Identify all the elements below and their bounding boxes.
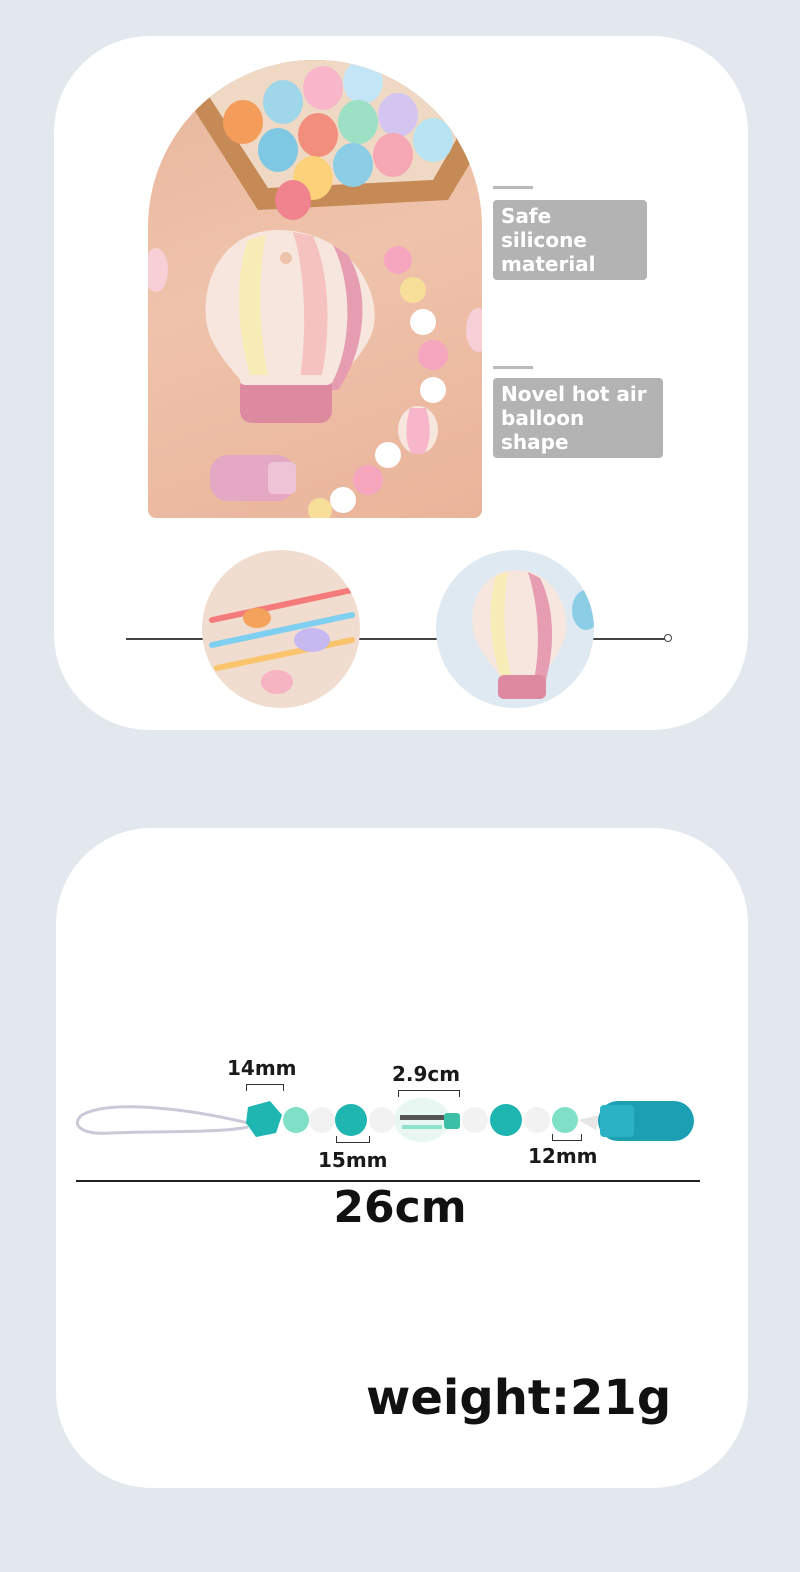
timeline-end-dot	[664, 634, 672, 642]
balloon-teether-illustration	[148, 60, 482, 518]
weight-label: weight:21g	[366, 1370, 672, 1426]
feature-label-silicone: Safe silicone material	[493, 200, 647, 280]
label-14mm: 14mm	[227, 1056, 297, 1080]
pacifier-chain-diagram	[75, 1098, 694, 1142]
total-length-label: 26cm	[333, 1182, 467, 1233]
feature-tick-1	[493, 186, 533, 189]
thumbnail-pacifier-clips	[202, 550, 360, 708]
bracket-15mm	[336, 1136, 370, 1143]
label-2-9cm: 2.9cm	[392, 1062, 461, 1086]
product-photo	[148, 60, 482, 518]
thumbnail-balloon-teether	[436, 550, 594, 708]
length-line	[76, 1180, 700, 1182]
feature-label-balloon-shape: Novel hot air balloon shape	[493, 378, 663, 458]
dimension-card	[56, 828, 748, 1488]
bracket-12mm	[552, 1134, 582, 1141]
bracket-2-9cm	[398, 1090, 460, 1097]
bracket-14mm	[246, 1084, 284, 1091]
label-15mm: 15mm	[318, 1148, 388, 1172]
timeline-line	[126, 638, 666, 640]
label-12mm: 12mm	[528, 1144, 598, 1168]
feature-tick-2	[493, 366, 533, 369]
